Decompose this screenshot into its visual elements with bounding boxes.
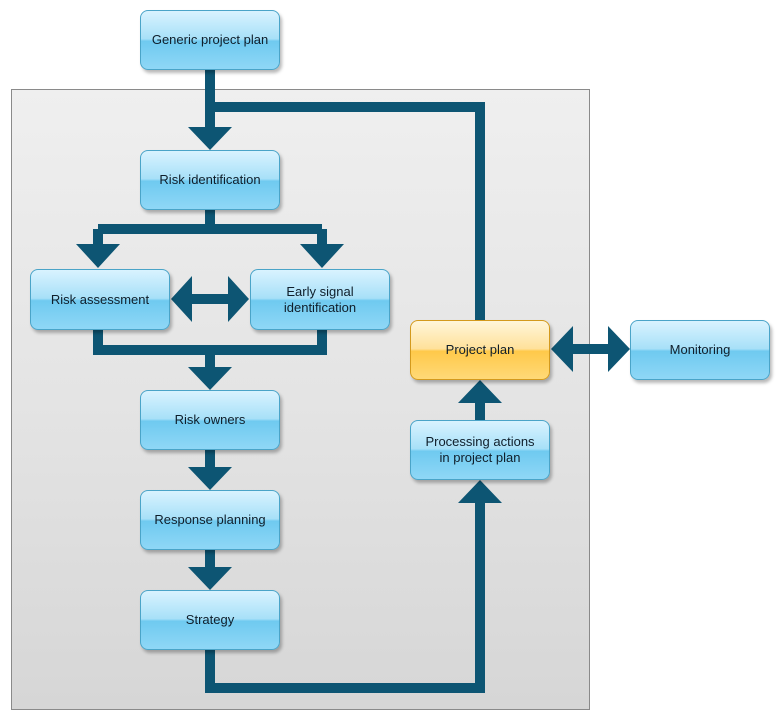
arrowhead-response xyxy=(188,467,232,490)
arrowhead-project-plan xyxy=(458,380,502,403)
node-generic-project-plan: Generic project plan xyxy=(140,10,280,70)
node-response-planning: Response planning xyxy=(140,490,280,550)
node-monitoring: Monitoring xyxy=(630,320,770,380)
double-arrow-monitoring-head xyxy=(608,326,630,372)
arrowhead-strategy xyxy=(188,567,232,590)
arrowhead-early-signal xyxy=(300,244,344,268)
arrowhead-risk-owners xyxy=(188,367,232,390)
connector-merge xyxy=(93,330,327,368)
node-risk-assessment: Risk assessment xyxy=(30,269,170,330)
arrowhead-assessment xyxy=(76,244,120,268)
node-risk-identification: Risk identification xyxy=(140,150,280,210)
double-arrow-right-head xyxy=(228,276,249,322)
connector-strategy-to-processing xyxy=(205,502,485,693)
connector-projectplan-loop xyxy=(210,102,485,320)
arrowhead-riskid xyxy=(188,127,232,150)
double-arrow-left-head xyxy=(171,276,192,322)
double-arrow-pp-head xyxy=(551,326,573,372)
node-strategy: Strategy xyxy=(140,590,280,650)
node-early-signal-identification: Early signal identification xyxy=(250,269,390,330)
node-processing-actions: Processing actions in project plan xyxy=(410,420,550,480)
node-project-plan: Project plan xyxy=(410,320,550,380)
node-risk-owners: Risk owners xyxy=(140,390,280,450)
arrowhead-processing xyxy=(458,480,502,503)
connector-riskid-split xyxy=(93,210,327,245)
